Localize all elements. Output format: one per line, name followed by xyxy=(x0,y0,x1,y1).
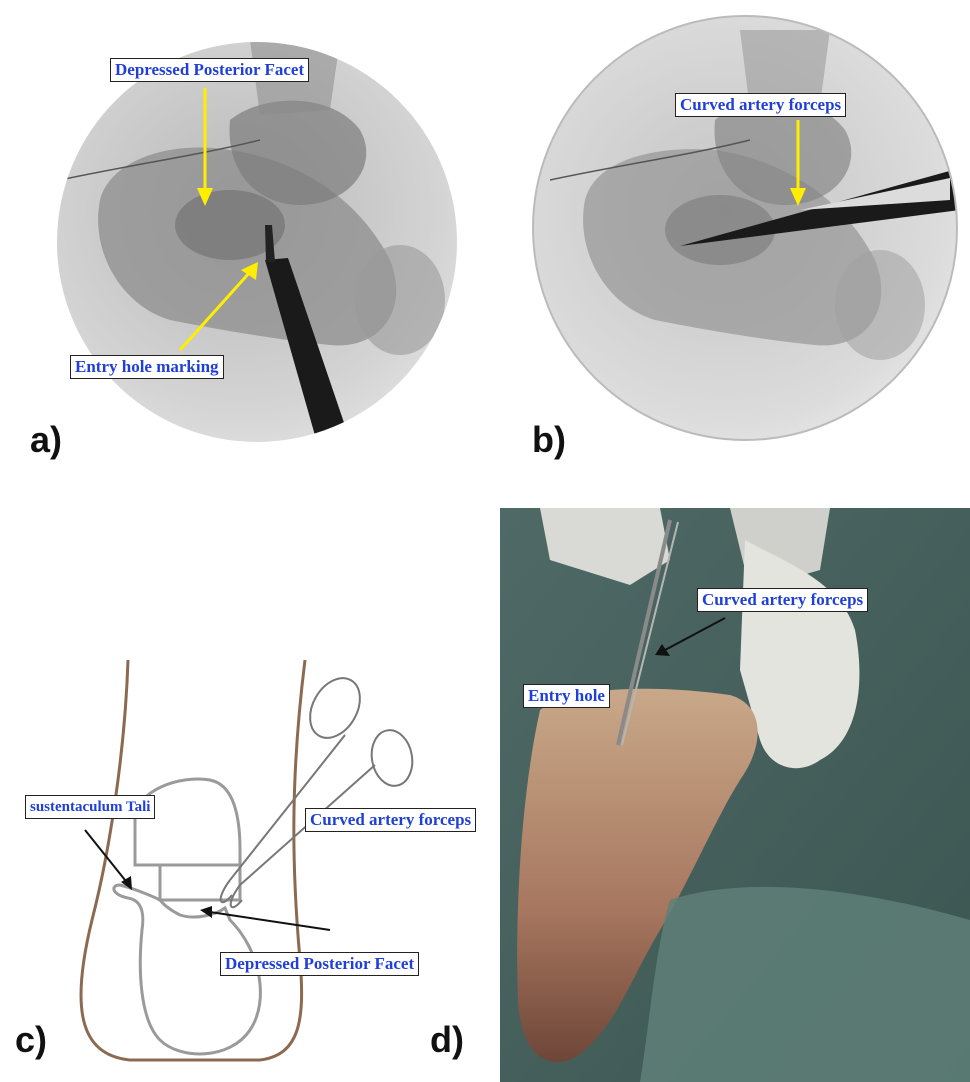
talus-outline xyxy=(133,777,242,902)
xray-image-a xyxy=(57,42,457,442)
panel-letter-c: c) xyxy=(15,1019,48,1060)
panel-c-diagram: sustentaculum Tali Curved artery forceps… xyxy=(0,490,500,1082)
label-sustentaculum-tali: sustentaculum Tali xyxy=(25,795,156,819)
label-depressed-posterior-facet-c: Depressed Posterior Facet xyxy=(220,952,420,976)
label-depressed-posterior-facet-a: Depressed Posterior Facet xyxy=(110,58,310,82)
schematic-diagram xyxy=(79,659,414,1062)
panel-letter-a: a) xyxy=(30,419,63,460)
leg-outline xyxy=(79,659,307,1062)
xray-image-b xyxy=(532,15,958,441)
panel-letter-d: d) xyxy=(430,1019,464,1060)
label-curved-artery-forceps-c: Curved artery forceps xyxy=(305,808,477,832)
label-curved-artery-forceps-d: Curved artery forceps xyxy=(697,588,869,612)
label-entry-hole: Entry hole xyxy=(523,684,610,708)
panel-d-photo: Curved artery forceps Entry hole d) xyxy=(430,500,970,1082)
label-entry-hole-marking: Entry hole marking xyxy=(70,355,224,379)
calcaneus-outline xyxy=(112,883,262,1056)
foot xyxy=(517,688,758,1063)
panel-a-xray: Depressed Posterior Facet Entry hole mar… xyxy=(0,0,480,470)
forceps-illustration xyxy=(219,677,414,909)
panel-letter-b: b) xyxy=(532,419,566,460)
label-curved-artery-forceps-b: Curved artery forceps xyxy=(675,93,847,117)
panel-b-xray: Curved artery forceps b) xyxy=(480,0,970,470)
